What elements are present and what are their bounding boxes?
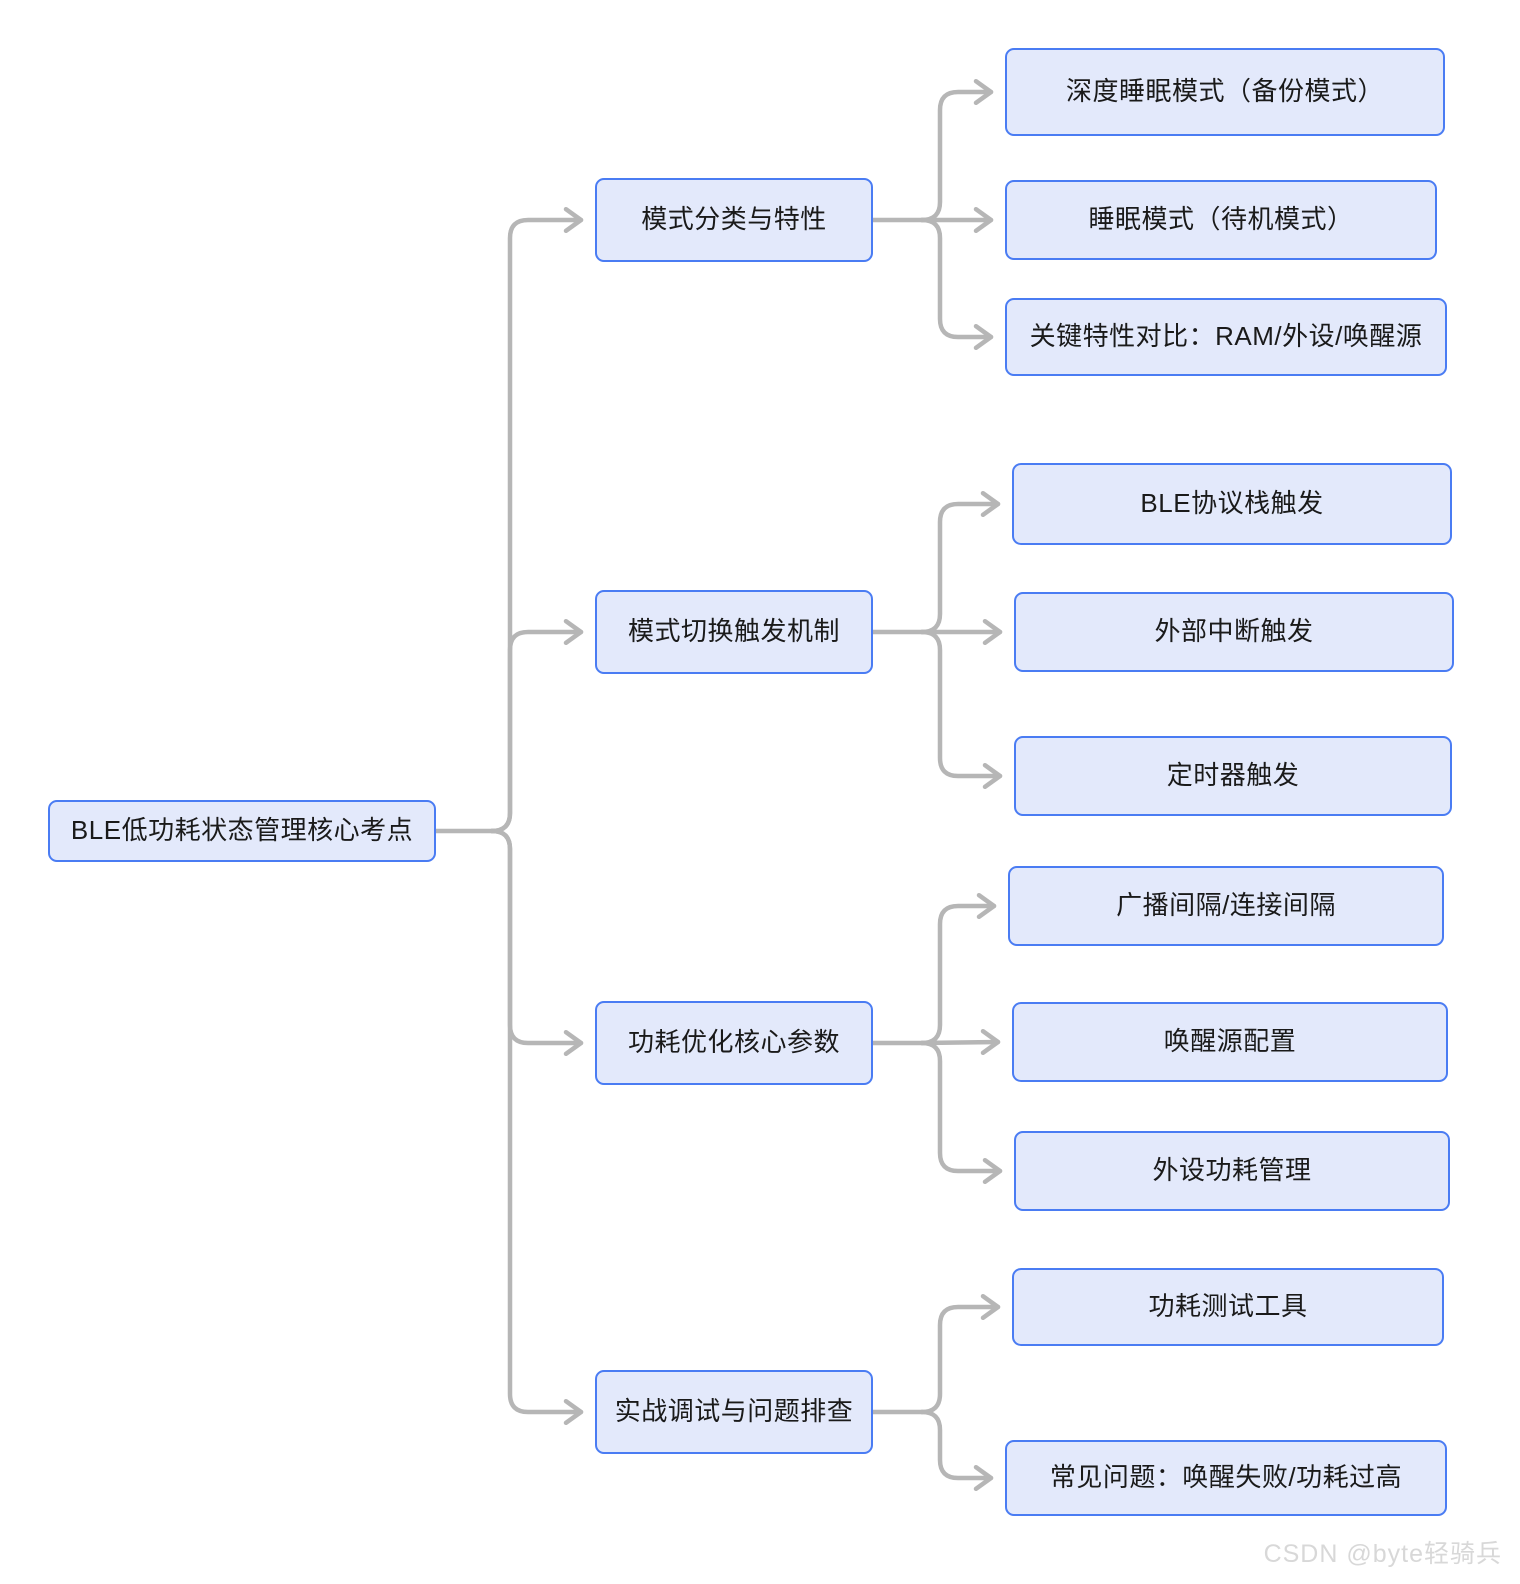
node-label: 深度睡眠模式（备份模式） (1065, 76, 1384, 107)
node-branch-2[interactable]: 功耗优化核心参数 (595, 1001, 873, 1085)
node-leaf-3-0[interactable]: 功耗测试工具 (1012, 1268, 1444, 1346)
edge-root-to-branch-1 (489, 629, 584, 834)
arrowhead-root-to-branch-2 (563, 1029, 584, 1057)
node-leaf-0-1[interactable]: 睡眠模式（待机模式） (1005, 180, 1437, 260)
edge-branch-2-to-leaf-0 (919, 903, 997, 1046)
node-label: 实战调试与问题排查 (614, 1396, 854, 1427)
edge-root-to-branch-0 (489, 217, 584, 834)
arrowhead-branch-3-to-leaf-1 (973, 1464, 994, 1492)
node-leaf-2-2[interactable]: 外设功耗管理 (1014, 1131, 1450, 1211)
edge-branch-3-to-leaf-0 (919, 1304, 1001, 1415)
node-label: BLE协议栈触发 (1140, 488, 1324, 519)
edge-branch-0-to-leaf-0 (919, 89, 994, 223)
node-label: 外设功耗管理 (1152, 1155, 1312, 1186)
arrowhead-branch-0-to-leaf-0 (973, 78, 994, 106)
edge-branch-1-to-leaf-2 (919, 629, 1003, 779)
node-leaf-1-2[interactable]: 定时器触发 (1014, 736, 1452, 816)
node-label: 功耗测试工具 (1148, 1291, 1308, 1322)
arrowhead-branch-1-to-leaf-2 (982, 762, 1003, 790)
node-label: 关键特性对比：RAM/外设/唤醒源 (1029, 321, 1423, 352)
arrowhead-branch-2-to-leaf-1 (980, 1028, 1001, 1056)
arrowhead-branch-3-to-leaf-0 (980, 1293, 1001, 1321)
edge-root-to-branch-2 (489, 828, 584, 1046)
edge-root-to-branch-3 (489, 828, 584, 1415)
node-branch-1[interactable]: 模式切换触发机制 (595, 590, 873, 674)
node-leaf-3-1[interactable]: 常见问题：唤醒失败/功耗过高 (1005, 1440, 1447, 1516)
node-leaf-2-1[interactable]: 唤醒源配置 (1012, 1002, 1448, 1082)
node-label: BLE低功耗状态管理核心考点 (70, 815, 414, 846)
node-label: 广播间隔/连接间隔 (1116, 890, 1336, 921)
node-label: 功耗优化核心参数 (627, 1027, 840, 1058)
edge-branch-1-to-leaf-0 (919, 501, 1001, 635)
edge-branch-2-to-leaf-1 (919, 1039, 1001, 1046)
node-leaf-0-2[interactable]: 关键特性对比：RAM/外设/唤醒源 (1005, 298, 1447, 376)
node-root[interactable]: BLE低功耗状态管理核心考点 (48, 800, 436, 862)
watermark: CSDN @byte轻骑兵 (1263, 1540, 1502, 1568)
node-label: 外部中断触发 (1154, 616, 1314, 647)
arrowhead-branch-2-to-leaf-2 (982, 1157, 1003, 1185)
arrowhead-branch-0-to-leaf-2 (973, 323, 994, 351)
node-leaf-1-1[interactable]: 外部中断触发 (1014, 592, 1454, 672)
node-branch-0[interactable]: 模式分类与特性 (595, 178, 873, 262)
edge-branch-2-to-leaf-2 (919, 1040, 1003, 1174)
edge-branch-0-to-leaf-2 (919, 217, 994, 340)
edge-branch-3-to-leaf-1 (919, 1409, 994, 1481)
node-label: 定时器触发 (1166, 760, 1300, 791)
node-label: 常见问题：唤醒失败/功耗过高 (1049, 1462, 1403, 1493)
arrowhead-branch-0-to-leaf-1 (973, 206, 994, 234)
node-label: 唤醒源配置 (1163, 1026, 1297, 1057)
arrowhead-branch-1-to-leaf-0 (980, 490, 1001, 518)
node-leaf-0-0[interactable]: 深度睡眠模式（备份模式） (1005, 48, 1445, 136)
node-label: 睡眠模式（待机模式） (1088, 204, 1354, 235)
arrowhead-branch-1-to-leaf-1 (982, 618, 1003, 646)
node-branch-3[interactable]: 实战调试与问题排查 (595, 1370, 873, 1454)
arrowhead-root-to-branch-3 (563, 1398, 584, 1426)
arrowhead-branch-2-to-leaf-0 (976, 892, 997, 920)
node-label: 模式分类与特性 (641, 204, 827, 235)
node-leaf-2-0[interactable]: 广播间隔/连接间隔 (1008, 866, 1444, 946)
node-label: 模式切换触发机制 (627, 616, 840, 647)
arrowhead-root-to-branch-0 (563, 206, 584, 234)
arrowhead-root-to-branch-1 (563, 618, 584, 646)
node-leaf-1-0[interactable]: BLE协议栈触发 (1012, 463, 1452, 545)
